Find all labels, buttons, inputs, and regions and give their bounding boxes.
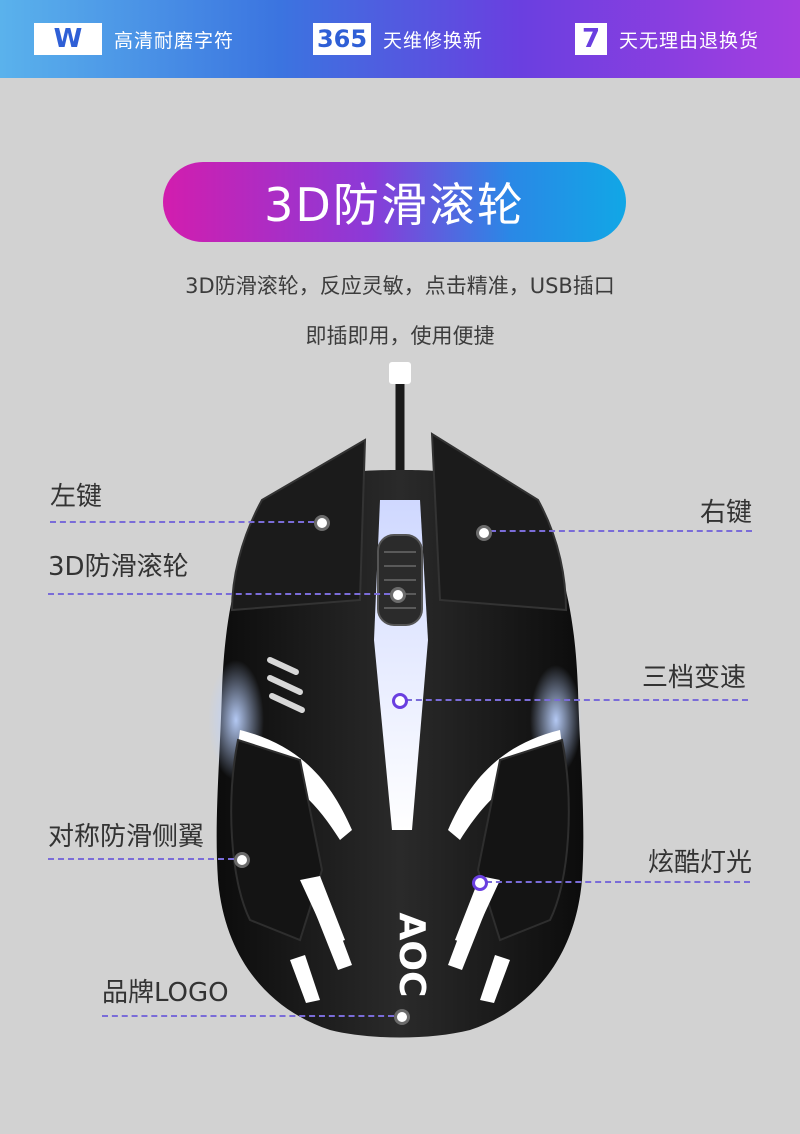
callout-dot bbox=[234, 852, 250, 868]
callout-dot bbox=[314, 515, 330, 531]
callout-dot bbox=[394, 1009, 410, 1025]
w-badge: W bbox=[34, 23, 102, 55]
callout-dot bbox=[392, 693, 408, 709]
banner-item-label: 天无理由退换货 bbox=[619, 29, 760, 52]
banner-item-label: 天维修换新 bbox=[383, 29, 484, 52]
callout-brand-logo: 品牌LOGO bbox=[102, 978, 229, 1008]
callout-line bbox=[50, 521, 314, 523]
cable-plug bbox=[389, 362, 411, 384]
callout-dot bbox=[390, 587, 406, 603]
callout-left-button: 左键 bbox=[50, 482, 103, 512]
left-button-shell bbox=[230, 438, 367, 612]
callout-lighting: 炫酷灯光 bbox=[647, 848, 752, 878]
section-title: 3D防滑滚轮 bbox=[163, 162, 626, 242]
banner-item-return: 7 天无理由退换货 bbox=[575, 22, 759, 56]
callout-dot bbox=[476, 525, 492, 541]
callout-right-button: 右键 bbox=[699, 498, 752, 528]
callout-line bbox=[406, 699, 748, 701]
365-badge: 365 bbox=[313, 23, 371, 55]
banner-item-label: 高清耐磨字符 bbox=[114, 29, 235, 52]
callout-line bbox=[102, 1015, 394, 1017]
callout-side-wings: 对称防滑侧翼 bbox=[48, 822, 205, 852]
banner-item-characters: W 高清耐磨字符 bbox=[34, 22, 234, 56]
subtitle-line-1: 3D防滑滚轮，反应灵敏，点击精准，USB插口 bbox=[185, 274, 615, 298]
callout-line bbox=[490, 530, 752, 532]
callout-scroll-wheel: 3D防滑滚轮 bbox=[48, 552, 189, 582]
banner-item-repair: 365 天维修换新 bbox=[313, 22, 483, 56]
callout-three-speed: 三档变速 bbox=[641, 663, 746, 693]
right-button-shell bbox=[430, 432, 568, 612]
brand-logo-text: AOC bbox=[391, 913, 432, 998]
subtitle-line-2: 即插即用，使用便捷 bbox=[305, 324, 495, 348]
top-banner: W 高清耐磨字符 365 天维修换新 7 天无理由退换货 bbox=[0, 0, 800, 78]
callout-line bbox=[48, 593, 390, 595]
7-badge: 7 bbox=[575, 23, 607, 55]
callout-line bbox=[48, 858, 234, 860]
callout-dot bbox=[472, 875, 488, 891]
callout-line bbox=[486, 881, 750, 883]
